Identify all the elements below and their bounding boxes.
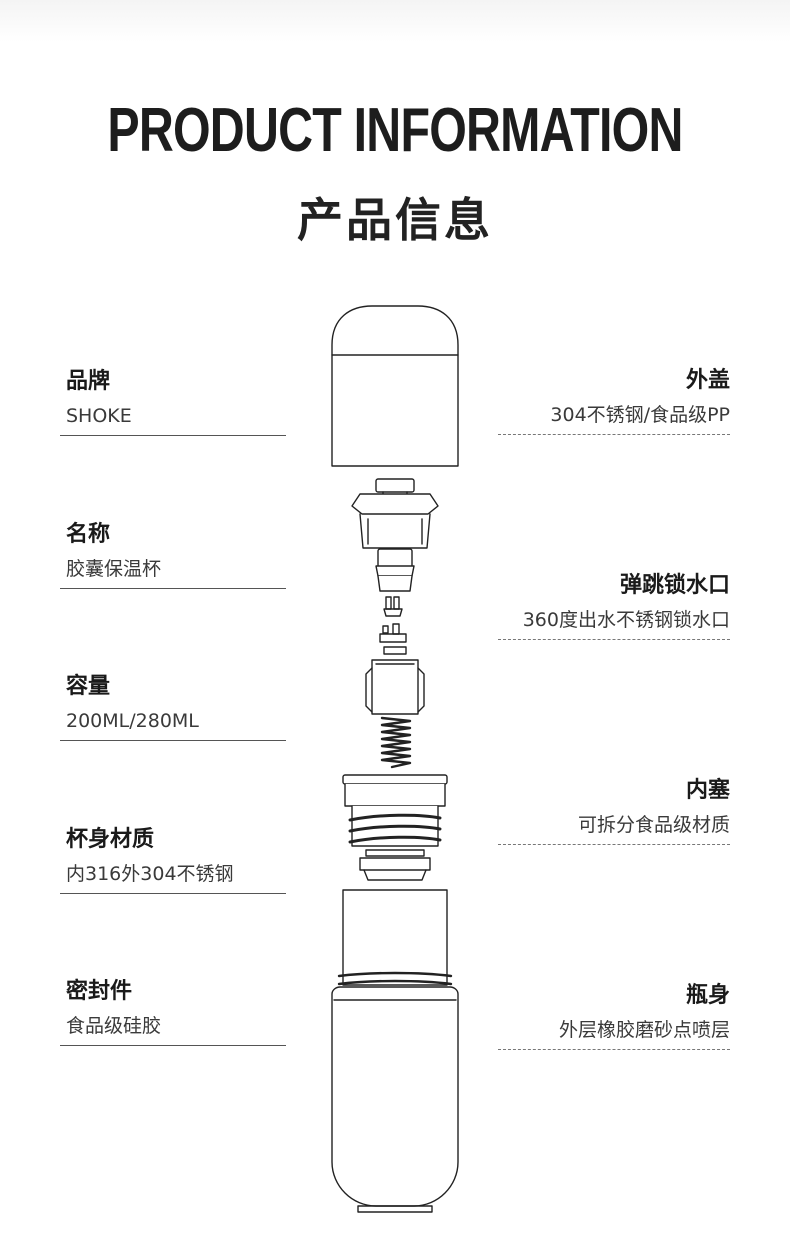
- outer-cap-drawing: [331, 305, 459, 467]
- spec-value: SHOKE: [66, 405, 132, 427]
- part-divider: [498, 639, 730, 640]
- part-label: 瓶身: [685, 983, 730, 1008]
- spec-divider: [60, 435, 286, 436]
- spec-capacity: 容量 200ML/280ML: [60, 673, 298, 741]
- spec-divider: [60, 893, 286, 894]
- spec-name: 名称 胶囊保温杯: [60, 521, 298, 589]
- top-gradient-strip: [0, 0, 790, 42]
- spec-label: 名称: [66, 522, 111, 547]
- spec-body-material: 杯身材质 内316外304不锈钢: [60, 826, 298, 894]
- spec-value: 200ML/280ML: [66, 710, 199, 732]
- part-inner-stopper: 内塞 可拆分食品级材质: [498, 777, 730, 845]
- part-value: 可拆分食品级材质: [577, 814, 730, 836]
- part-value: 外层橡胶磨砂点喷层: [558, 1019, 730, 1041]
- spec-value: 内316外304不锈钢: [66, 863, 234, 885]
- inner-stopper-drawing: [342, 774, 448, 881]
- spec-brand: 品牌 SHOKE: [60, 368, 298, 436]
- part-divider: [498, 1049, 730, 1050]
- spec-divider: [60, 740, 286, 741]
- spec-label: 品牌: [66, 369, 111, 394]
- part-label: 外盖: [685, 368, 730, 393]
- part-bottle-body: 瓶身 外层橡胶磨砂点喷层: [498, 982, 730, 1050]
- part-value: 304不锈钢/食品级PP: [550, 404, 730, 426]
- spout-plug-drawing: [375, 548, 415, 592]
- page-title-english: PRODUCT INFORMATION: [107, 96, 683, 165]
- spout-head-drawing: [351, 478, 439, 549]
- spec-value: 食品级硅胶: [66, 1015, 162, 1037]
- bottle-body-drawing: [331, 889, 459, 1213]
- spec-value: 胶囊保温杯: [66, 558, 162, 580]
- spring-drawing: [380, 716, 412, 769]
- part-divider: [498, 844, 730, 845]
- page-title-chinese: 产品信息: [297, 193, 493, 247]
- part-outer-cap: 外盖 304不锈钢/食品级PP: [498, 367, 730, 435]
- spec-label: 密封件: [66, 979, 133, 1004]
- valve-pins-drawing: [379, 596, 407, 655]
- spec-label: 杯身材质: [66, 827, 155, 852]
- spec-seal: 密封件 食品级硅胶: [60, 978, 298, 1046]
- part-value: 360度出水不锈钢锁水口: [522, 609, 730, 631]
- part-label: 弹跳锁水口: [619, 573, 730, 598]
- spec-divider: [60, 1045, 286, 1046]
- spec-label: 容量: [66, 674, 111, 699]
- spec-divider: [60, 588, 286, 589]
- part-divider: [498, 434, 730, 435]
- part-label: 内塞: [685, 778, 730, 803]
- valve-housing-drawing: [365, 659, 425, 715]
- part-pop-lock-spout: 弹跳锁水口 360度出水不锈钢锁水口: [498, 572, 730, 640]
